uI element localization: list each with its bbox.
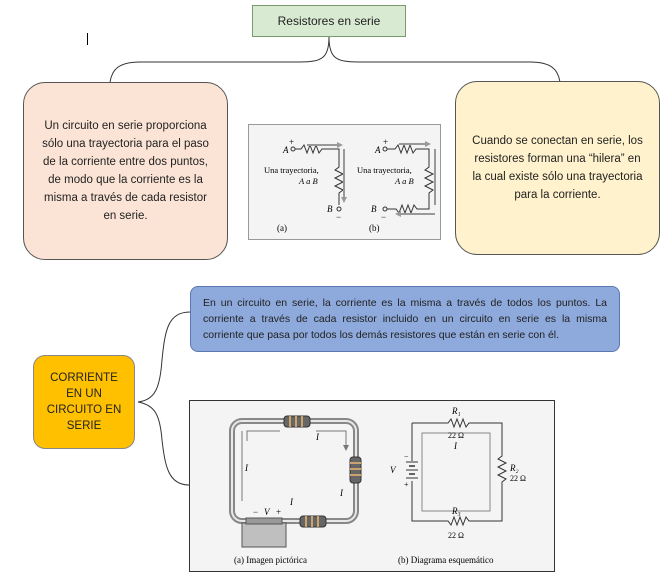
- r2-label: R₂: [509, 463, 519, 473]
- topic-box: CORRIENTE EN UN CIRCUITO EN SERIE: [33, 355, 135, 449]
- plus-sign-b: +: [383, 137, 388, 147]
- schematic-minus: −: [404, 452, 409, 461]
- battery-voltage-label: V: [264, 507, 271, 517]
- node-a-label-a: A: [282, 145, 289, 155]
- topic-text: CORRIENTE EN UN CIRCUITO EN SERIE: [46, 372, 122, 432]
- plus-sign-a: +: [289, 137, 294, 147]
- current-label-right: I: [339, 488, 344, 498]
- r2-value: 22 Ω: [510, 474, 526, 483]
- schematic-current-label: I: [453, 441, 458, 451]
- right-explanation-bubble: Cuando se conectan en serie, los resisto…: [455, 81, 660, 255]
- r1-value: 22 Ω: [448, 431, 464, 440]
- left-explanation-text: Un circuito en serie proporciona sólo un…: [42, 120, 209, 222]
- caption-a: (a): [277, 223, 287, 233]
- schematic-voltage-label: V: [390, 465, 397, 475]
- schematic-plus: +: [404, 480, 409, 489]
- node-b-label-a: B: [327, 204, 333, 214]
- current-explanation-text: En un circuito en serie, la corriente es…: [203, 297, 607, 341]
- path-label-b-line2: A a B: [394, 176, 414, 186]
- series-circuit-figure: I I I I V − + (a) Imagen pictórica R₁ 22…: [189, 400, 555, 572]
- caption-schematic: (b) Diagrama esquemático: [398, 555, 494, 565]
- node-a-label-b: A: [374, 145, 381, 155]
- path-label-a-line1: Una trayectoria,: [264, 165, 319, 175]
- left-explanation-bubble: Un circuito en serie proporciona sólo un…: [23, 82, 228, 260]
- path-label-b-line1: Una trayectoria,: [357, 165, 412, 175]
- battery-minus: −: [253, 507, 258, 517]
- right-explanation-text: Cuando se conectan en serie, los resisto…: [472, 135, 643, 201]
- minus-sign-b: −: [381, 212, 386, 222]
- r3-label: R₃: [451, 506, 461, 516]
- series-resistor-diagram: + A B − Una trayectoria, A a B (a) + A B…: [264, 137, 436, 233]
- title-text: Resistores en serie: [277, 14, 381, 28]
- title-box: Resistores en serie: [252, 5, 406, 37]
- battery-plus: +: [276, 507, 281, 517]
- text-cursor: [87, 33, 88, 45]
- node-b-label-b: B: [371, 204, 377, 214]
- current-label-left: I: [244, 463, 249, 473]
- minus-sign-a: −: [336, 212, 341, 222]
- caption-pictorial: (a) Imagen pictórica: [234, 555, 307, 565]
- series-circuit-diagram: I I I I V − + (a) Imagen pictórica R₁ 22…: [229, 406, 526, 565]
- current-label-top: I: [315, 432, 320, 442]
- caption-b: (b): [369, 223, 380, 233]
- current-explanation-box: En un circuito en serie, la corriente es…: [190, 286, 620, 352]
- series-resistor-figure: + A B − Una trayectoria, A a B (a) + A B…: [248, 124, 441, 240]
- r3-value: 22 Ω: [448, 531, 464, 540]
- path-label-a-line2: A a B: [298, 176, 318, 186]
- r1-label: R₁: [451, 406, 461, 416]
- current-label-bottom: I: [289, 497, 294, 507]
